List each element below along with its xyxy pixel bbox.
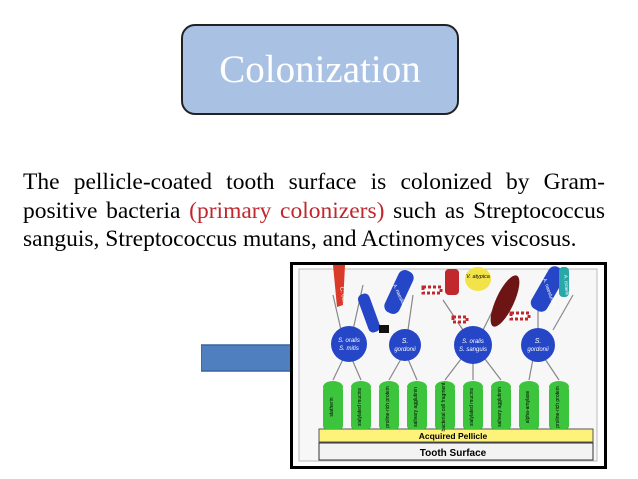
receptor-5: bacterial cell fragment xyxy=(435,381,455,431)
svg-text:proline-rich protein: proline-rich protein xyxy=(555,386,561,428)
body-paragraph: The pellicle-coated tooth surface is col… xyxy=(23,168,605,254)
svg-text:S. mitis: S. mitis xyxy=(339,346,359,352)
svg-text:V. atypica: V. atypica xyxy=(466,274,490,280)
title-box: Colonization xyxy=(181,24,459,115)
primary-colonizers-highlight: (primary colonizers) xyxy=(189,197,385,224)
receptor-2: sialylated mucins xyxy=(351,381,371,429)
receptor-6: sialylated mucins xyxy=(463,381,483,429)
paragraph-text-end: such as Streptococcus sanguis, Streptoco… xyxy=(23,197,605,253)
paragraph-text-start: The pellicle-coated tooth surface is col… xyxy=(23,169,605,224)
tooth-surface-label: Tooth Surface xyxy=(420,448,487,459)
sphere-s-oralis-mitis: S. oralis S. mitis xyxy=(331,326,367,362)
svg-text:salivary agglutinin: salivary agglutinin xyxy=(413,387,419,427)
dental-plaque-figure: Tooth Surface Acquired Pellicle statheri… xyxy=(290,262,607,469)
receptor-9: proline-rich protein xyxy=(549,381,569,429)
svg-text:gordonii: gordonii xyxy=(527,347,549,353)
receptor-group: statherin sialylated mucins proline-rich… xyxy=(323,381,569,431)
sphere-s-gordonii-2: S. gordonii xyxy=(521,328,555,362)
receptor-1: statherin xyxy=(323,381,343,429)
svg-text:sialylated mucins: sialylated mucins xyxy=(469,387,475,426)
receptor-8: alpha-amylase xyxy=(519,381,539,429)
plaque-diagram: Tooth Surface Acquired Pellicle statheri… xyxy=(298,265,598,462)
svg-text:proline-rich protein: proline-rich protein xyxy=(385,386,391,428)
primary-colonizers: S. oralis S. mitis S. gordonii S. oralis… xyxy=(331,326,555,364)
svg-text:sialylated mucins: sialylated mucins xyxy=(357,387,363,426)
receptor-4: salivary agglutinin xyxy=(407,381,427,429)
svg-text:C. ochr: C. ochr xyxy=(338,286,347,306)
receptor-7: salivary agglutinin xyxy=(491,381,511,429)
slide-title: Colonization xyxy=(219,48,421,91)
sphere-s-oralis-sanguis: S. oralis S. sanguis xyxy=(454,326,492,364)
adhesin-lines xyxy=(332,284,574,381)
svg-text:S.: S. xyxy=(402,338,409,345)
svg-text:S. oralis: S. oralis xyxy=(462,339,484,345)
svg-text:bacterial cell fragment: bacterial cell fragment xyxy=(441,382,447,432)
svg-text:statherin: statherin xyxy=(329,397,335,416)
svg-text:S. oralis: S. oralis xyxy=(338,338,360,344)
svg-text:gordonii: gordonii xyxy=(394,347,416,353)
tooth-surface-band xyxy=(318,442,594,461)
svg-text:S. sanguis: S. sanguis xyxy=(459,347,487,353)
acquired-pellicle-label: Acquired Pellicle xyxy=(419,431,488,441)
svg-text:salivary agglutinin: salivary agglutinin xyxy=(497,387,503,427)
sphere-s-gordonii-1: S. gordonii xyxy=(389,329,421,361)
secondary-colonizers: C. ochr A. naeslundii V. atypica A. naes… xyxy=(333,265,570,333)
acquired-pellicle-band xyxy=(318,428,594,443)
svg-text:A. israelii: A. israelii xyxy=(562,275,570,296)
receptor-3: proline-rich protein xyxy=(379,381,399,429)
svg-text:S.: S. xyxy=(535,338,542,345)
svg-text:alpha-amylase: alpha-amylase xyxy=(525,391,531,424)
